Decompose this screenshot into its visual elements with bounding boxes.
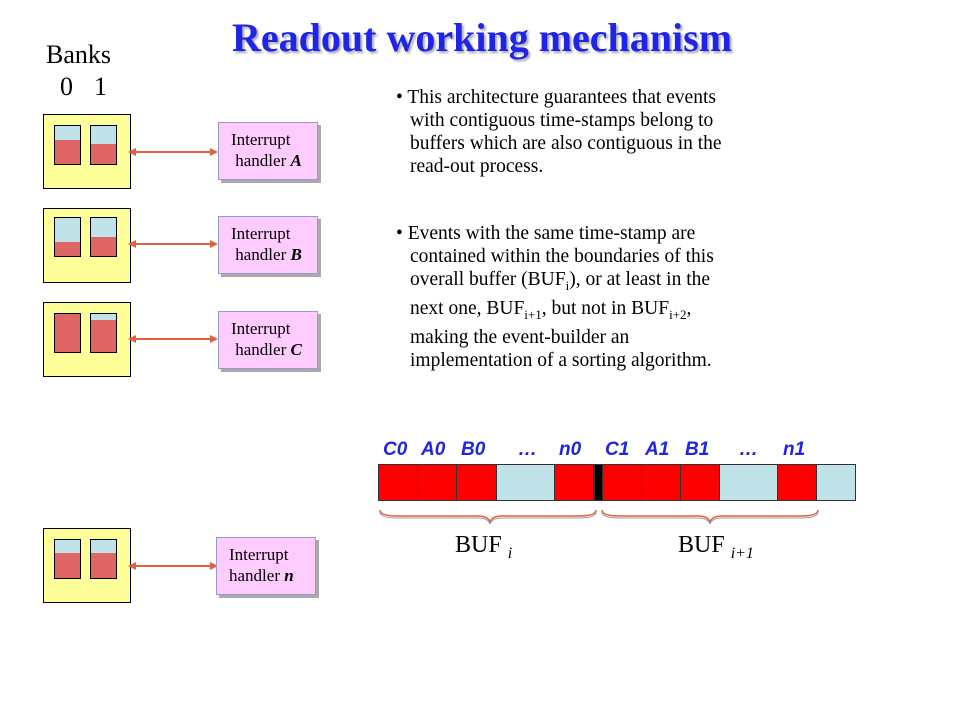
buffer-label: A0 — [421, 439, 446, 460]
bank-c-cell-1 — [90, 313, 117, 353]
double-arrow-icon — [128, 562, 218, 570]
text-line: overall buffer (BUFi), or at least in th… — [410, 269, 711, 293]
text-line: making the event-builder an — [410, 327, 630, 348]
text-line: read-out process. — [410, 156, 544, 177]
bullet-architecture: • This architecture guarantees that even… — [396, 86, 722, 178]
text-line: next one, BUFi+1, but not in BUFi+2, — [410, 298, 692, 322]
handler-label-line1: Interrupt — [231, 224, 291, 243]
buffer-label: C0 — [383, 439, 408, 460]
buffer-cell-b0 — [456, 464, 497, 501]
double-arrow-icon — [128, 335, 218, 343]
buffer-label: … — [739, 439, 758, 460]
buffer-label: n1 — [783, 439, 806, 460]
handler-letter: n — [284, 566, 294, 585]
bank-c-cell-0 — [54, 313, 81, 353]
bank-box-b — [43, 208, 131, 283]
handler-label-line1: Interrupt — [231, 130, 291, 149]
buffer-label: C1 — [605, 439, 630, 460]
buf-i1-label: BUF i+1 — [678, 532, 754, 562]
interrupt-handler-b: Interrupt handler B — [218, 216, 318, 274]
bank-a-cell-1 — [90, 125, 117, 165]
handler-label-line1: Interrupt — [229, 545, 289, 564]
double-arrow-icon — [128, 240, 218, 248]
buffer-label: A1 — [645, 439, 670, 460]
double-arrow-icon — [128, 148, 218, 156]
buf-i-label: BUF i — [455, 532, 513, 562]
handler-label-line1: Interrupt — [231, 319, 291, 338]
handler-label-line2: handler — [229, 566, 280, 585]
banks-label: Banks — [46, 40, 111, 69]
buffer-cell-gap1 — [719, 464, 778, 501]
text-line: buffers which are also contiguous in the — [410, 133, 722, 154]
page-title: Readout working mechanism — [232, 15, 733, 60]
buffer-label: B0 — [461, 439, 486, 460]
bank-b-cell-0 — [54, 217, 81, 257]
buffer-label: B1 — [685, 439, 710, 460]
buffer-cell-c1 — [602, 464, 642, 501]
bank-b-cell-1 — [90, 217, 117, 257]
handler-label-line2: handler — [235, 340, 287, 359]
buffer-cell-a1 — [641, 464, 681, 501]
buffer-cell-c0 — [378, 464, 418, 501]
text-line: implementation of a sorting algorithm. — [410, 350, 712, 371]
bank-box-n — [43, 528, 131, 603]
handler-label-line2: handler — [235, 151, 287, 170]
buffer-label: n0 — [559, 439, 582, 460]
text-line: • Events with the same time-stamp are — [396, 223, 696, 244]
buffer-label: … — [518, 439, 537, 460]
bullet-events: • Events with the same time-stamp are co… — [396, 222, 714, 372]
handler-label-line2: handler — [235, 245, 287, 264]
brace-icon — [379, 509, 819, 524]
bank-index-1: 1 — [94, 72, 107, 101]
buffer-cell-n1 — [777, 464, 817, 501]
text-line: • This architecture guarantees that even… — [396, 87, 716, 108]
bank-box-c — [43, 302, 131, 377]
handler-letter: C — [290, 340, 302, 359]
buffer-cell-b1 — [680, 464, 720, 501]
buffer-cell-end — [816, 464, 856, 501]
interrupt-handler-n: Interrupt handler n — [216, 537, 316, 595]
handler-letter: A — [290, 151, 302, 170]
bank-a-cell-0 — [54, 125, 81, 165]
buffer-cell-n0 — [554, 464, 594, 501]
interrupt-handler-a: Interrupt handler A — [218, 122, 318, 180]
text-line: with contiguous time-stamps belong to — [410, 110, 714, 131]
buffer-cell-gap0 — [496, 464, 555, 501]
bank-n-cell-1 — [90, 539, 117, 579]
interrupt-handler-c: Interrupt handler C — [218, 311, 318, 369]
text-line: contained within the boundaries of this — [410, 246, 714, 267]
bank-n-cell-0 — [54, 539, 81, 579]
bank-box-a — [43, 114, 131, 189]
bank-index-0: 0 — [60, 72, 73, 101]
buffer-cell-a0 — [417, 464, 457, 501]
handler-letter: B — [290, 245, 302, 264]
